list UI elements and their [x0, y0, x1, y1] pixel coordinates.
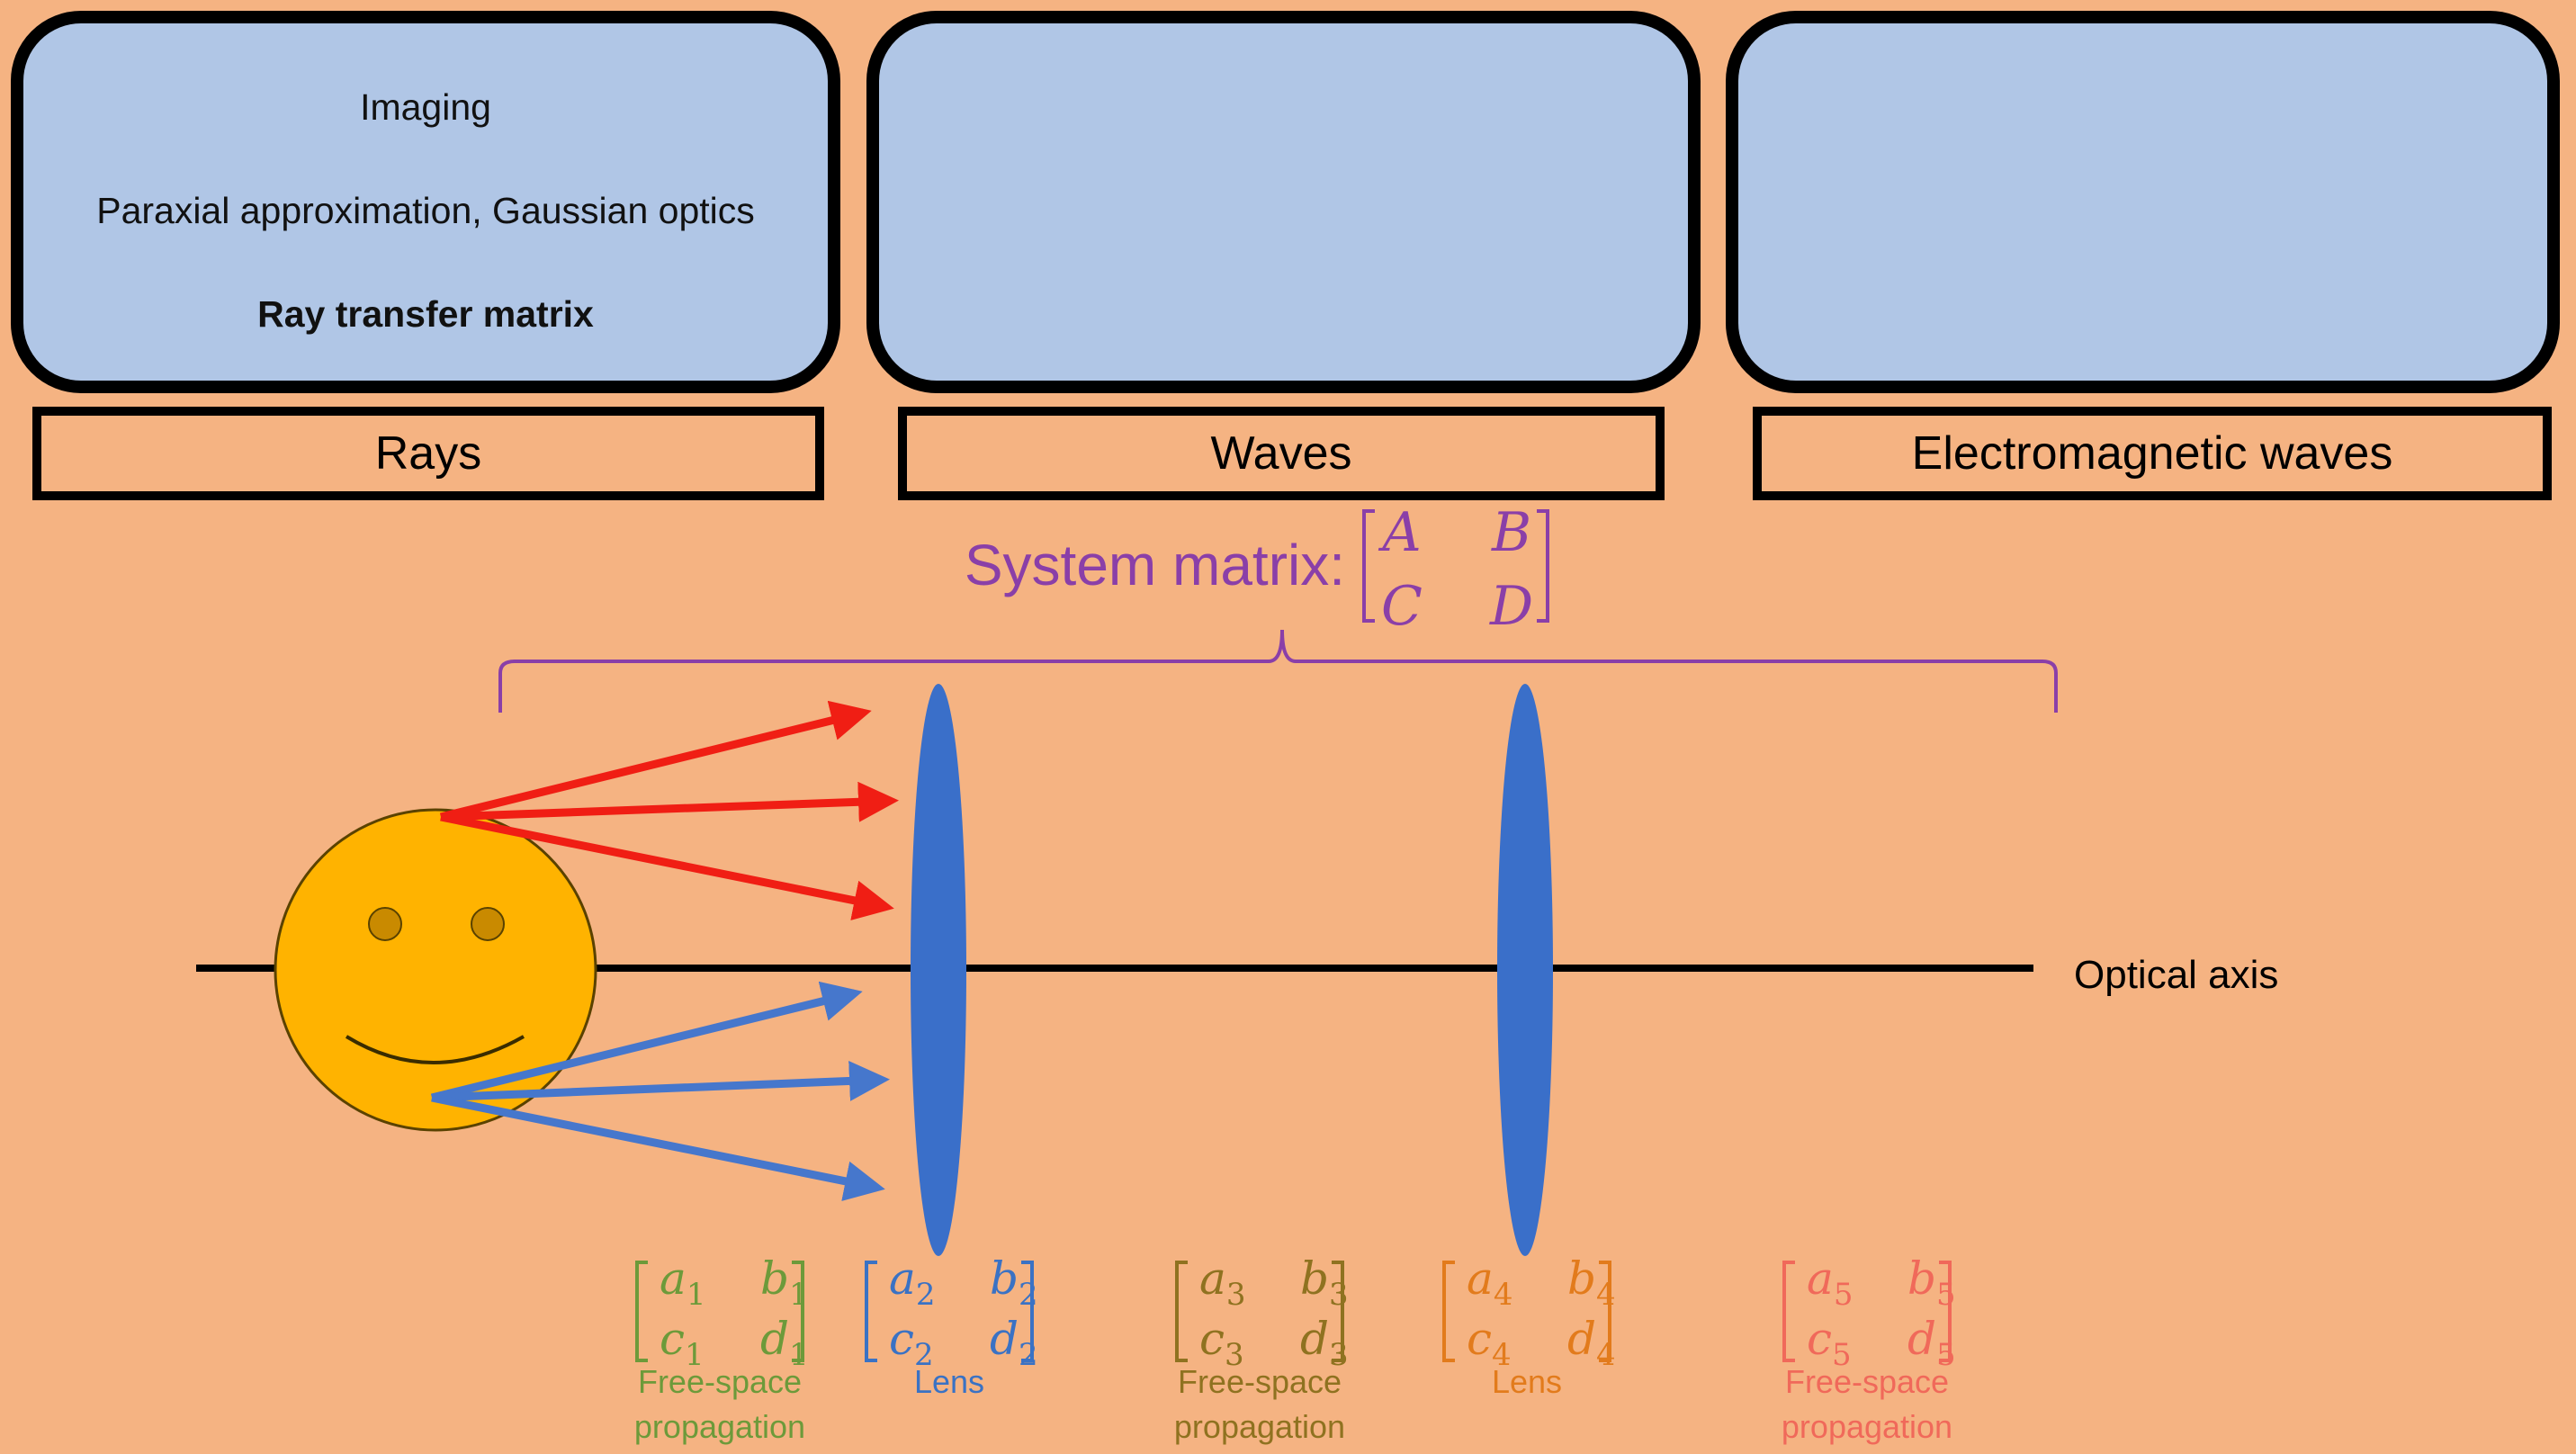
- waves-panel: [866, 11, 1701, 393]
- matrix-3-right-bracket: [1332, 1261, 1344, 1362]
- matrix-4-caption-line-1: Lens: [1492, 1363, 1562, 1400]
- second-lens-icon: [1497, 684, 1553, 1256]
- matrix-5-entry-a: a5: [1807, 1252, 1853, 1313]
- ray-transfer-matrix-text: Ray transfer matrix: [257, 293, 594, 335]
- matrix-4-right-bracket: [1599, 1261, 1611, 1362]
- system-matrix: System matrix: A B C D: [965, 501, 1549, 638]
- matrix-1-left-bracket: [635, 1261, 648, 1362]
- imaging-text: Imaging: [360, 86, 491, 128]
- matrix-2-entry-a: a2: [889, 1252, 935, 1313]
- red-rays: [439, 700, 899, 920]
- matrix-2-right-bracket: [1021, 1261, 1034, 1362]
- electromagnetic-waves-label: Electromagnetic waves: [1753, 407, 2552, 500]
- rays-panel: Imaging Paraxial approximation, Gaussian…: [11, 11, 840, 393]
- matrix-5-left-bracket: [1782, 1261, 1795, 1362]
- matrix-3-entry-a: a3: [1199, 1252, 1245, 1313]
- matrix-3-left-bracket: [1175, 1261, 1188, 1362]
- matrix-4-entry-a: a4: [1467, 1252, 1512, 1313]
- matrix-1-right-bracket: [792, 1261, 804, 1362]
- matrix-1-caption-line-2: propagation: [634, 1408, 805, 1445]
- system-matrix-a: A: [1378, 501, 1421, 564]
- waves-label: Waves: [898, 407, 1665, 500]
- matrix-2-left-bracket: [865, 1261, 877, 1362]
- electromagnetic-waves-panel: [1726, 11, 2560, 393]
- system-matrix-d: D: [1489, 575, 1533, 638]
- system-matrix-right-bracket: [1537, 509, 1549, 623]
- matrix-3-caption-line-1: Free-space: [1178, 1363, 1342, 1400]
- matrix-5-right-bracket: [1939, 1261, 1952, 1362]
- matrix-3-caption-line-2: propagation: [1174, 1408, 1345, 1445]
- system-brace: [498, 629, 2058, 713]
- matrix-4-entry-d: d4: [1567, 1313, 1616, 1373]
- matrix-2-entry-d: d2: [990, 1313, 1038, 1373]
- rays-label: Rays: [32, 407, 824, 500]
- matrix-5-caption-line-1: Free-space: [1785, 1363, 1949, 1400]
- optical-axis-label: Optical axis: [2074, 953, 2278, 997]
- matrix-4-left-bracket: [1442, 1261, 1455, 1362]
- matrix-2-caption-line-1: Lens: [914, 1363, 984, 1400]
- system-matrix-label: System matrix:: [965, 533, 1345, 597]
- first-lens-icon: [911, 684, 966, 1256]
- blue-rays: [430, 981, 890, 1201]
- matrix-1-entry-c: c1: [660, 1313, 705, 1373]
- system-matrix-c: C: [1381, 575, 1423, 638]
- system-matrix-b: B: [1491, 501, 1531, 564]
- matrix-1-entry-a: a1: [660, 1252, 705, 1313]
- matrix-2-entry-b: b2: [990, 1252, 1038, 1313]
- paraxial-text: Paraxial approximation, Gaussian optics: [96, 190, 755, 231]
- matrix-5-caption-line-2: propagation: [1782, 1408, 1952, 1445]
- smiley-face-icon: [274, 808, 597, 1132]
- matrix-1-caption-line-1: Free-space: [638, 1363, 802, 1400]
- system-matrix-left-bracket: [1362, 509, 1375, 623]
- matrix-1-entry-d: d1: [760, 1313, 809, 1373]
